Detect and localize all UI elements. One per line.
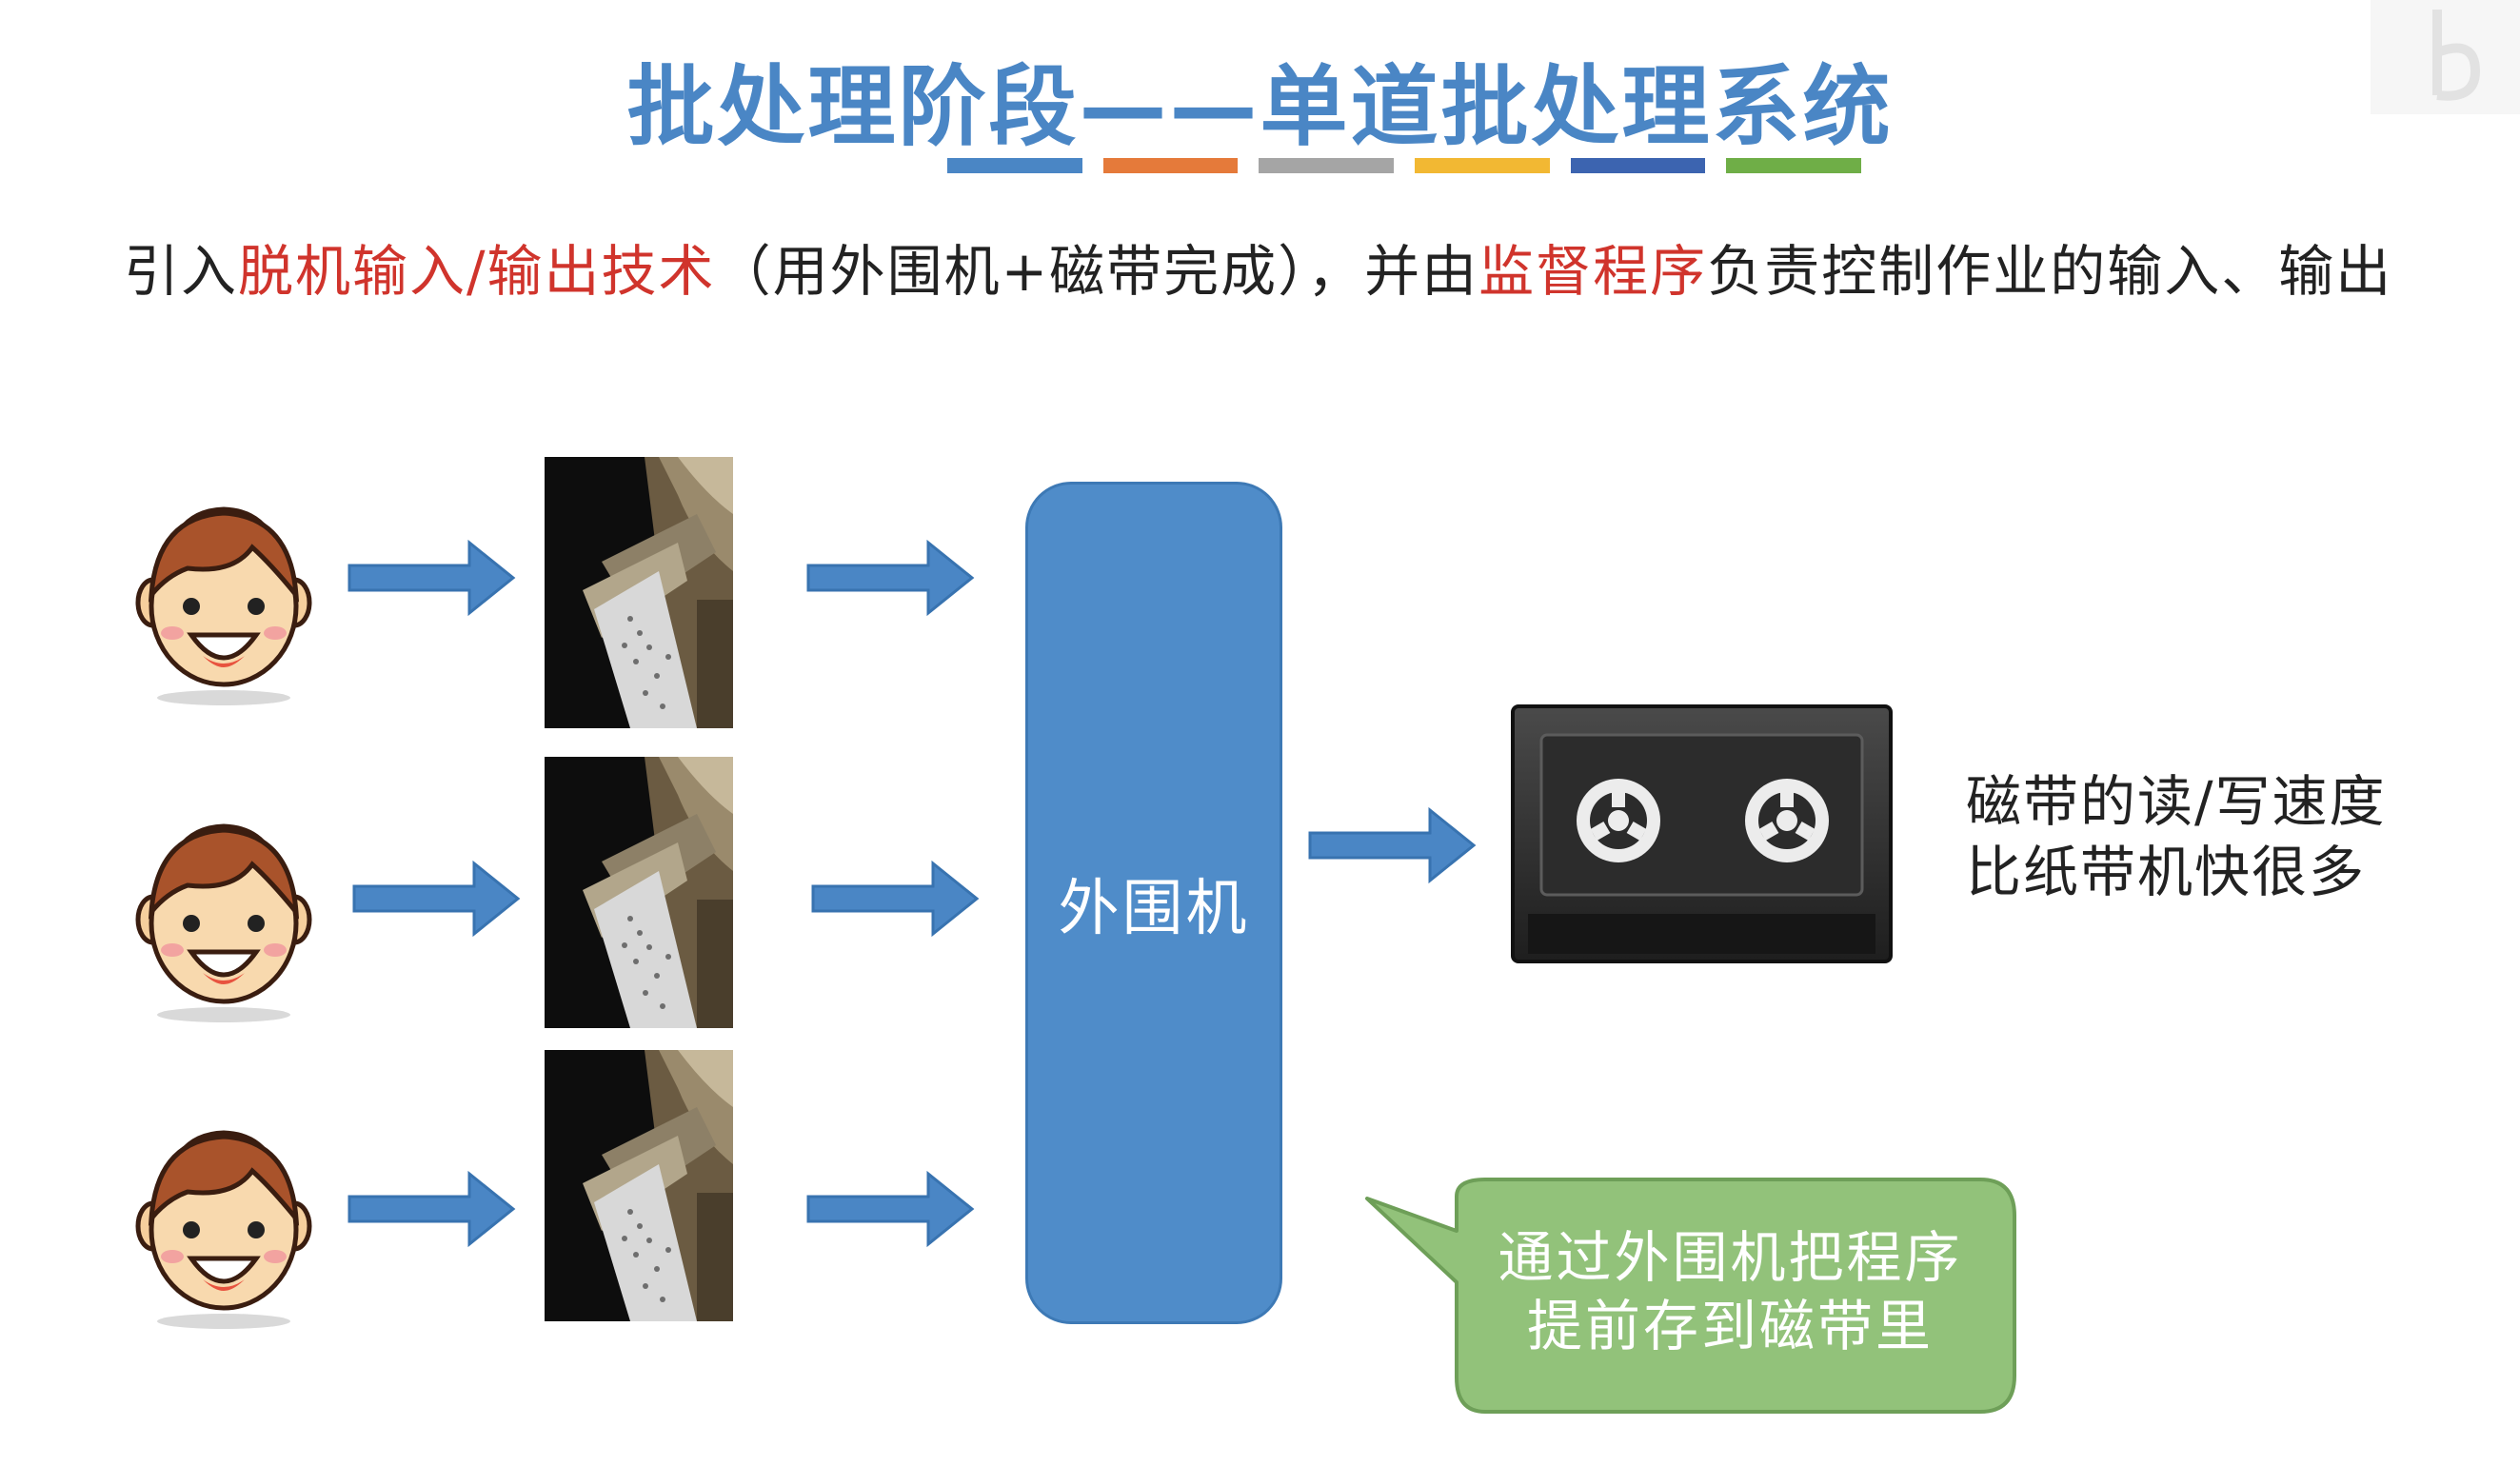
- intro-part-1: 引入: [124, 239, 239, 304]
- intro-text: 引入脱机输入/输出技术（用外围机+磁带完成），并由监督程序负责控制作业的输入、输…: [124, 227, 2392, 307]
- arrow-right-icon: [346, 535, 517, 621]
- title-bar-segment: [1415, 158, 1550, 173]
- arrow-right-icon: [350, 856, 522, 941]
- callout-line-1: 通过外围机把程序: [1498, 1225, 1963, 1290]
- slide-title: 批处理阶段——单道批处理系统: [626, 56, 1894, 158]
- callout-line-2: 提前存到磁带里: [1526, 1294, 1934, 1358]
- arrow-right-icon: [1306, 802, 1478, 888]
- magnetic-tape-icon: [1511, 704, 1893, 963]
- tape-speed-note-line-2: 比纸带机快很多: [1966, 840, 2367, 904]
- title-bar-segment: [947, 158, 1082, 173]
- title-bar-segment: [1259, 158, 1395, 173]
- watermark-logo-icon: [2371, 0, 2520, 114]
- peripheral-label: 外围机: [1058, 873, 1250, 944]
- intro-part-2: （用外围机+磁带完成），并由: [715, 239, 1479, 304]
- arrow-right-icon: [346, 1166, 517, 1252]
- user-face-icon: [129, 481, 319, 709]
- title-bar-segment: [1570, 158, 1706, 173]
- callout-bubble: [1365, 1178, 2016, 1414]
- arrow-right-icon: [809, 856, 981, 941]
- arrow-right-icon: [804, 1166, 976, 1252]
- user-face-icon: [129, 1104, 319, 1333]
- paper-tape-reader-photo: [545, 757, 733, 1028]
- tape-speed-note: 磁带的读/写速度 比纸带机快很多: [1966, 766, 2387, 907]
- title-bar-segment: [1726, 158, 1862, 173]
- user-face-icon: [129, 798, 319, 1026]
- intro-highlight-supervisor: 监督程序: [1478, 239, 1708, 304]
- peripheral-machine-box: 外围机: [1025, 482, 1282, 1324]
- title-color-bar: [947, 158, 1862, 173]
- arrow-right-icon: [804, 535, 976, 621]
- tape-speed-note-line-1: 磁带的读/写速度: [1966, 769, 2387, 834]
- paper-tape-reader-photo: [545, 457, 733, 728]
- paper-tape-reader-photo: [545, 1050, 733, 1321]
- intro-part-3: 负责控制作业的输入、输出: [1707, 239, 2393, 304]
- title-bar-segment: [1102, 158, 1239, 173]
- intro-highlight-offline-io: 脱机输入/输出技术: [238, 239, 716, 304]
- callout-text: 通过外围机把程序 提前存到磁带里: [1442, 1223, 2018, 1360]
